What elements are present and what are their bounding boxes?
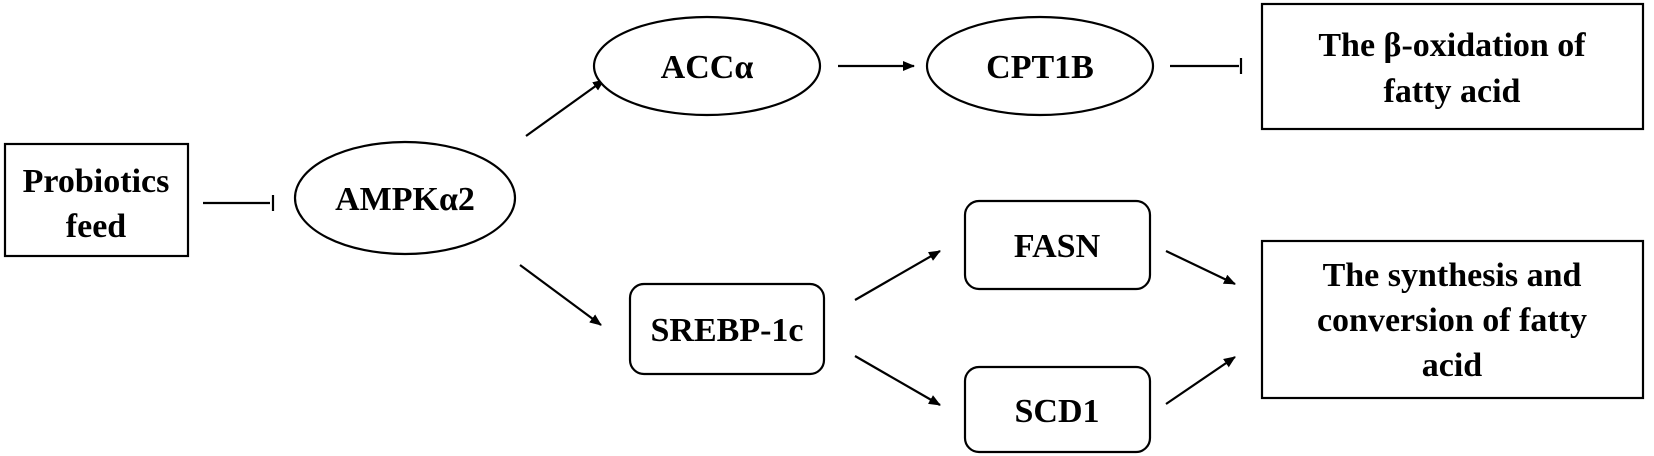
node-srebp-label: SREBP-1c bbox=[651, 312, 804, 349]
node-cpt1b-label: CPT1B bbox=[986, 49, 1094, 86]
node-acc-alpha: ACCα bbox=[592, 15, 822, 117]
node-synthesis-line-3: acid bbox=[1422, 347, 1483, 384]
node-fasn: FASN bbox=[963, 199, 1152, 291]
node-beta-oxidation: The β-oxidation of fatty acid bbox=[1260, 2, 1645, 131]
node-beta-oxidation-line-1: The β-oxidation of bbox=[1318, 27, 1586, 64]
node-fasn-label: FASN bbox=[1014, 228, 1101, 265]
edge-ampk-to-acc bbox=[525, 79, 605, 137]
node-ampk-label: AMPKα2 bbox=[335, 181, 475, 218]
node-probiotics-line-2: feed bbox=[66, 208, 127, 245]
edge-srebp-to-scd1 bbox=[854, 355, 941, 406]
node-synthesis-line-2: conversion of fatty bbox=[1317, 302, 1587, 339]
node-acc-label: ACCα bbox=[661, 49, 754, 86]
edge-scd1-to-synthesis bbox=[1165, 356, 1236, 405]
node-ampk-alpha2: AMPKα2 bbox=[293, 140, 517, 256]
node-cpt1b: CPT1B bbox=[925, 15, 1155, 117]
edge-ampk-to-srebp bbox=[519, 264, 602, 326]
node-srebp-1c: SREBP-1c bbox=[628, 282, 826, 376]
node-probiotics-line-1: Probiotics bbox=[23, 163, 170, 200]
edge-srebp-to-fasn bbox=[854, 250, 941, 301]
edges bbox=[203, 58, 1243, 406]
node-probiotics-feed: Probiotics feed bbox=[3, 142, 190, 258]
node-scd1-label: SCD1 bbox=[1014, 393, 1099, 430]
node-synthesis-conversion: The synthesis and conversion of fatty ac… bbox=[1260, 239, 1645, 400]
node-synthesis-line-1: The synthesis and bbox=[1323, 257, 1582, 294]
node-beta-oxidation-line-2: fatty acid bbox=[1384, 73, 1521, 110]
edge-fasn-to-synthesis bbox=[1165, 250, 1236, 285]
node-scd1: SCD1 bbox=[963, 365, 1152, 454]
